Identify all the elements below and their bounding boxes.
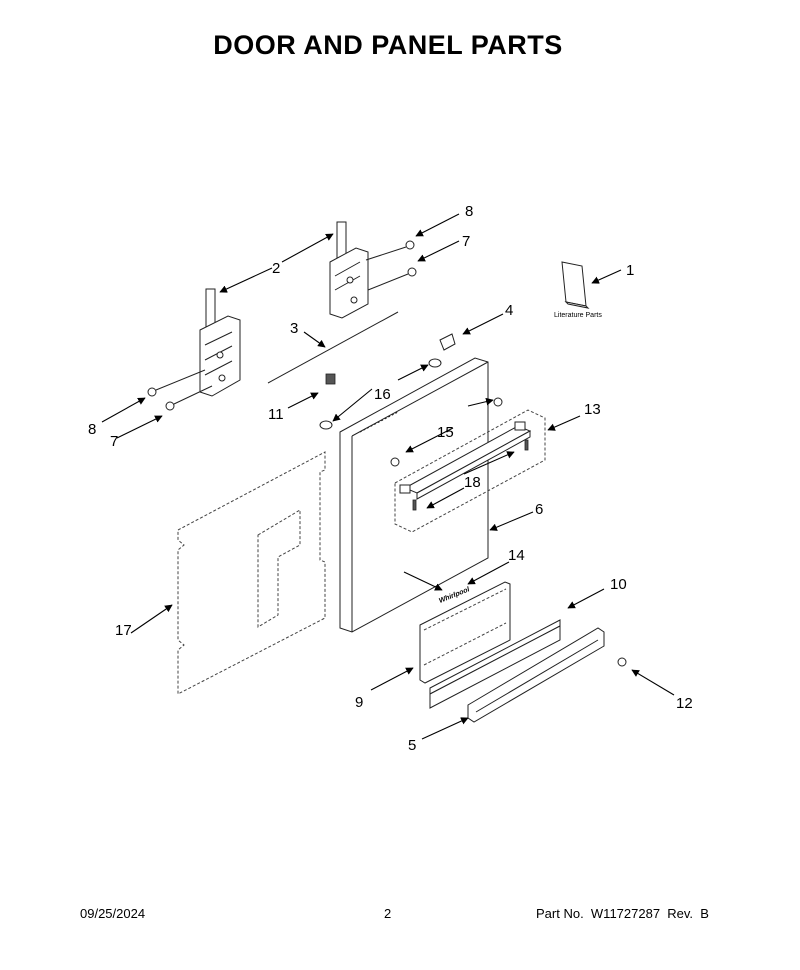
- page-title: DOOR AND PANEL PARTS: [213, 30, 563, 60]
- screw-12: [617, 657, 627, 667]
- callout-17: 17: [115, 622, 132, 639]
- callout-labels: 1 2 3 4 5 6 7 7 8 8 9 10 11 12 13 14 15 …: [88, 203, 693, 754]
- callout-8-left: 8: [88, 421, 96, 438]
- inner-door: [339, 357, 489, 633]
- hinge-right: [329, 221, 369, 319]
- callout-14: 14: [508, 547, 525, 564]
- hinge-left: [199, 288, 241, 397]
- callout-13: 13: [584, 401, 601, 418]
- hinge-rod: [267, 311, 399, 384]
- callout-10: 10: [610, 576, 627, 593]
- toe-panel: [419, 581, 511, 684]
- bracket-4: [439, 333, 456, 351]
- callout-16: 16: [374, 386, 391, 403]
- screw-8-left: [147, 387, 157, 397]
- callout-3: 3: [290, 320, 298, 337]
- callout-11: 11: [268, 406, 284, 423]
- door-strip: [429, 619, 561, 709]
- callout-7-right: 7: [462, 233, 470, 250]
- footer-date: 09/25/2024: [80, 906, 146, 921]
- footer-part-number: Part No. W11727287 Rev. B: [536, 906, 709, 921]
- screw-7-right: [407, 267, 417, 277]
- callout-9: 9: [355, 694, 363, 711]
- callout-5: 5: [408, 737, 416, 754]
- screw-7-left: [165, 401, 175, 411]
- callout-2: 2: [272, 260, 280, 277]
- screw-15b: [390, 457, 400, 467]
- callout-12: 12: [676, 695, 693, 712]
- footer-page-number: 2: [384, 906, 392, 921]
- callout-4: 4: [505, 302, 513, 319]
- door-handle: [394, 409, 546, 533]
- literature-booklet: Literature Parts: [554, 261, 602, 319]
- callout-8-right: 8: [465, 203, 473, 220]
- washer-16a: [428, 358, 442, 368]
- literature-label: Literature Parts: [554, 312, 602, 319]
- clip-11: [325, 373, 336, 385]
- callout-6: 6: [535, 501, 543, 518]
- screw-15a: [493, 397, 503, 407]
- callout-18: 18: [464, 474, 481, 491]
- washer-16b: [319, 420, 333, 430]
- screw-8-right: [405, 240, 415, 250]
- callout-15: 15: [437, 424, 454, 441]
- callout-7-left: 7: [110, 433, 118, 450]
- callout-1: 1: [626, 262, 634, 279]
- outer-door-panel: [177, 451, 326, 695]
- leader-lines: [101, 213, 675, 740]
